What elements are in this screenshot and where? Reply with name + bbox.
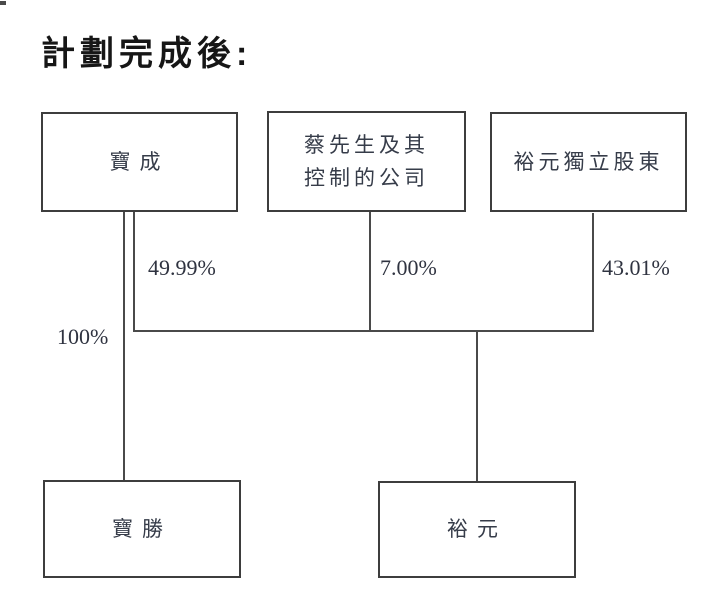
edge-tsai-to-bus-line bbox=[369, 212, 371, 332]
node-pousheng: 寶勝 bbox=[43, 480, 241, 578]
node-tsai-companies: 蔡先生及其 控制的公司 bbox=[267, 111, 466, 212]
edge-horizontal-bus-line bbox=[133, 330, 594, 332]
page-title: 計劃完成後: bbox=[41, 35, 253, 73]
node-independent-label: 裕元獨立股東 bbox=[513, 149, 664, 174]
edge-independent-to-bus-line bbox=[592, 213, 594, 332]
edge-label-independent-yueyuen: 43.01% bbox=[602, 255, 670, 280]
edge-label-tsai-yueyuen: 7.00% bbox=[380, 255, 437, 280]
edge-bus-to-yueyuen-line bbox=[476, 332, 478, 481]
node-tsai-label-line2: 控制的公司 bbox=[304, 165, 429, 190]
node-poucheng-label: 寶成 bbox=[109, 149, 170, 174]
scan-artifact bbox=[0, 1, 6, 5]
edge-poucheng-to-pousheng-line bbox=[123, 212, 125, 480]
edge-label-poucheng-pousheng: 100% bbox=[57, 324, 109, 349]
node-pousheng-label: 寶勝 bbox=[112, 516, 172, 541]
node-poucheng: 寶成 bbox=[41, 112, 238, 212]
node-yueyuen: 裕元 bbox=[378, 481, 576, 578]
node-yueyuen-label: 裕元 bbox=[447, 517, 507, 541]
edge-poucheng-to-bus-line bbox=[133, 212, 135, 332]
node-tsai-label-line1: 蔡先生及其 bbox=[304, 132, 429, 157]
edge-label-poucheng-yueyuen: 49.99% bbox=[148, 255, 216, 280]
node-independent-shareholders: 裕元獨立股東 bbox=[490, 112, 687, 212]
